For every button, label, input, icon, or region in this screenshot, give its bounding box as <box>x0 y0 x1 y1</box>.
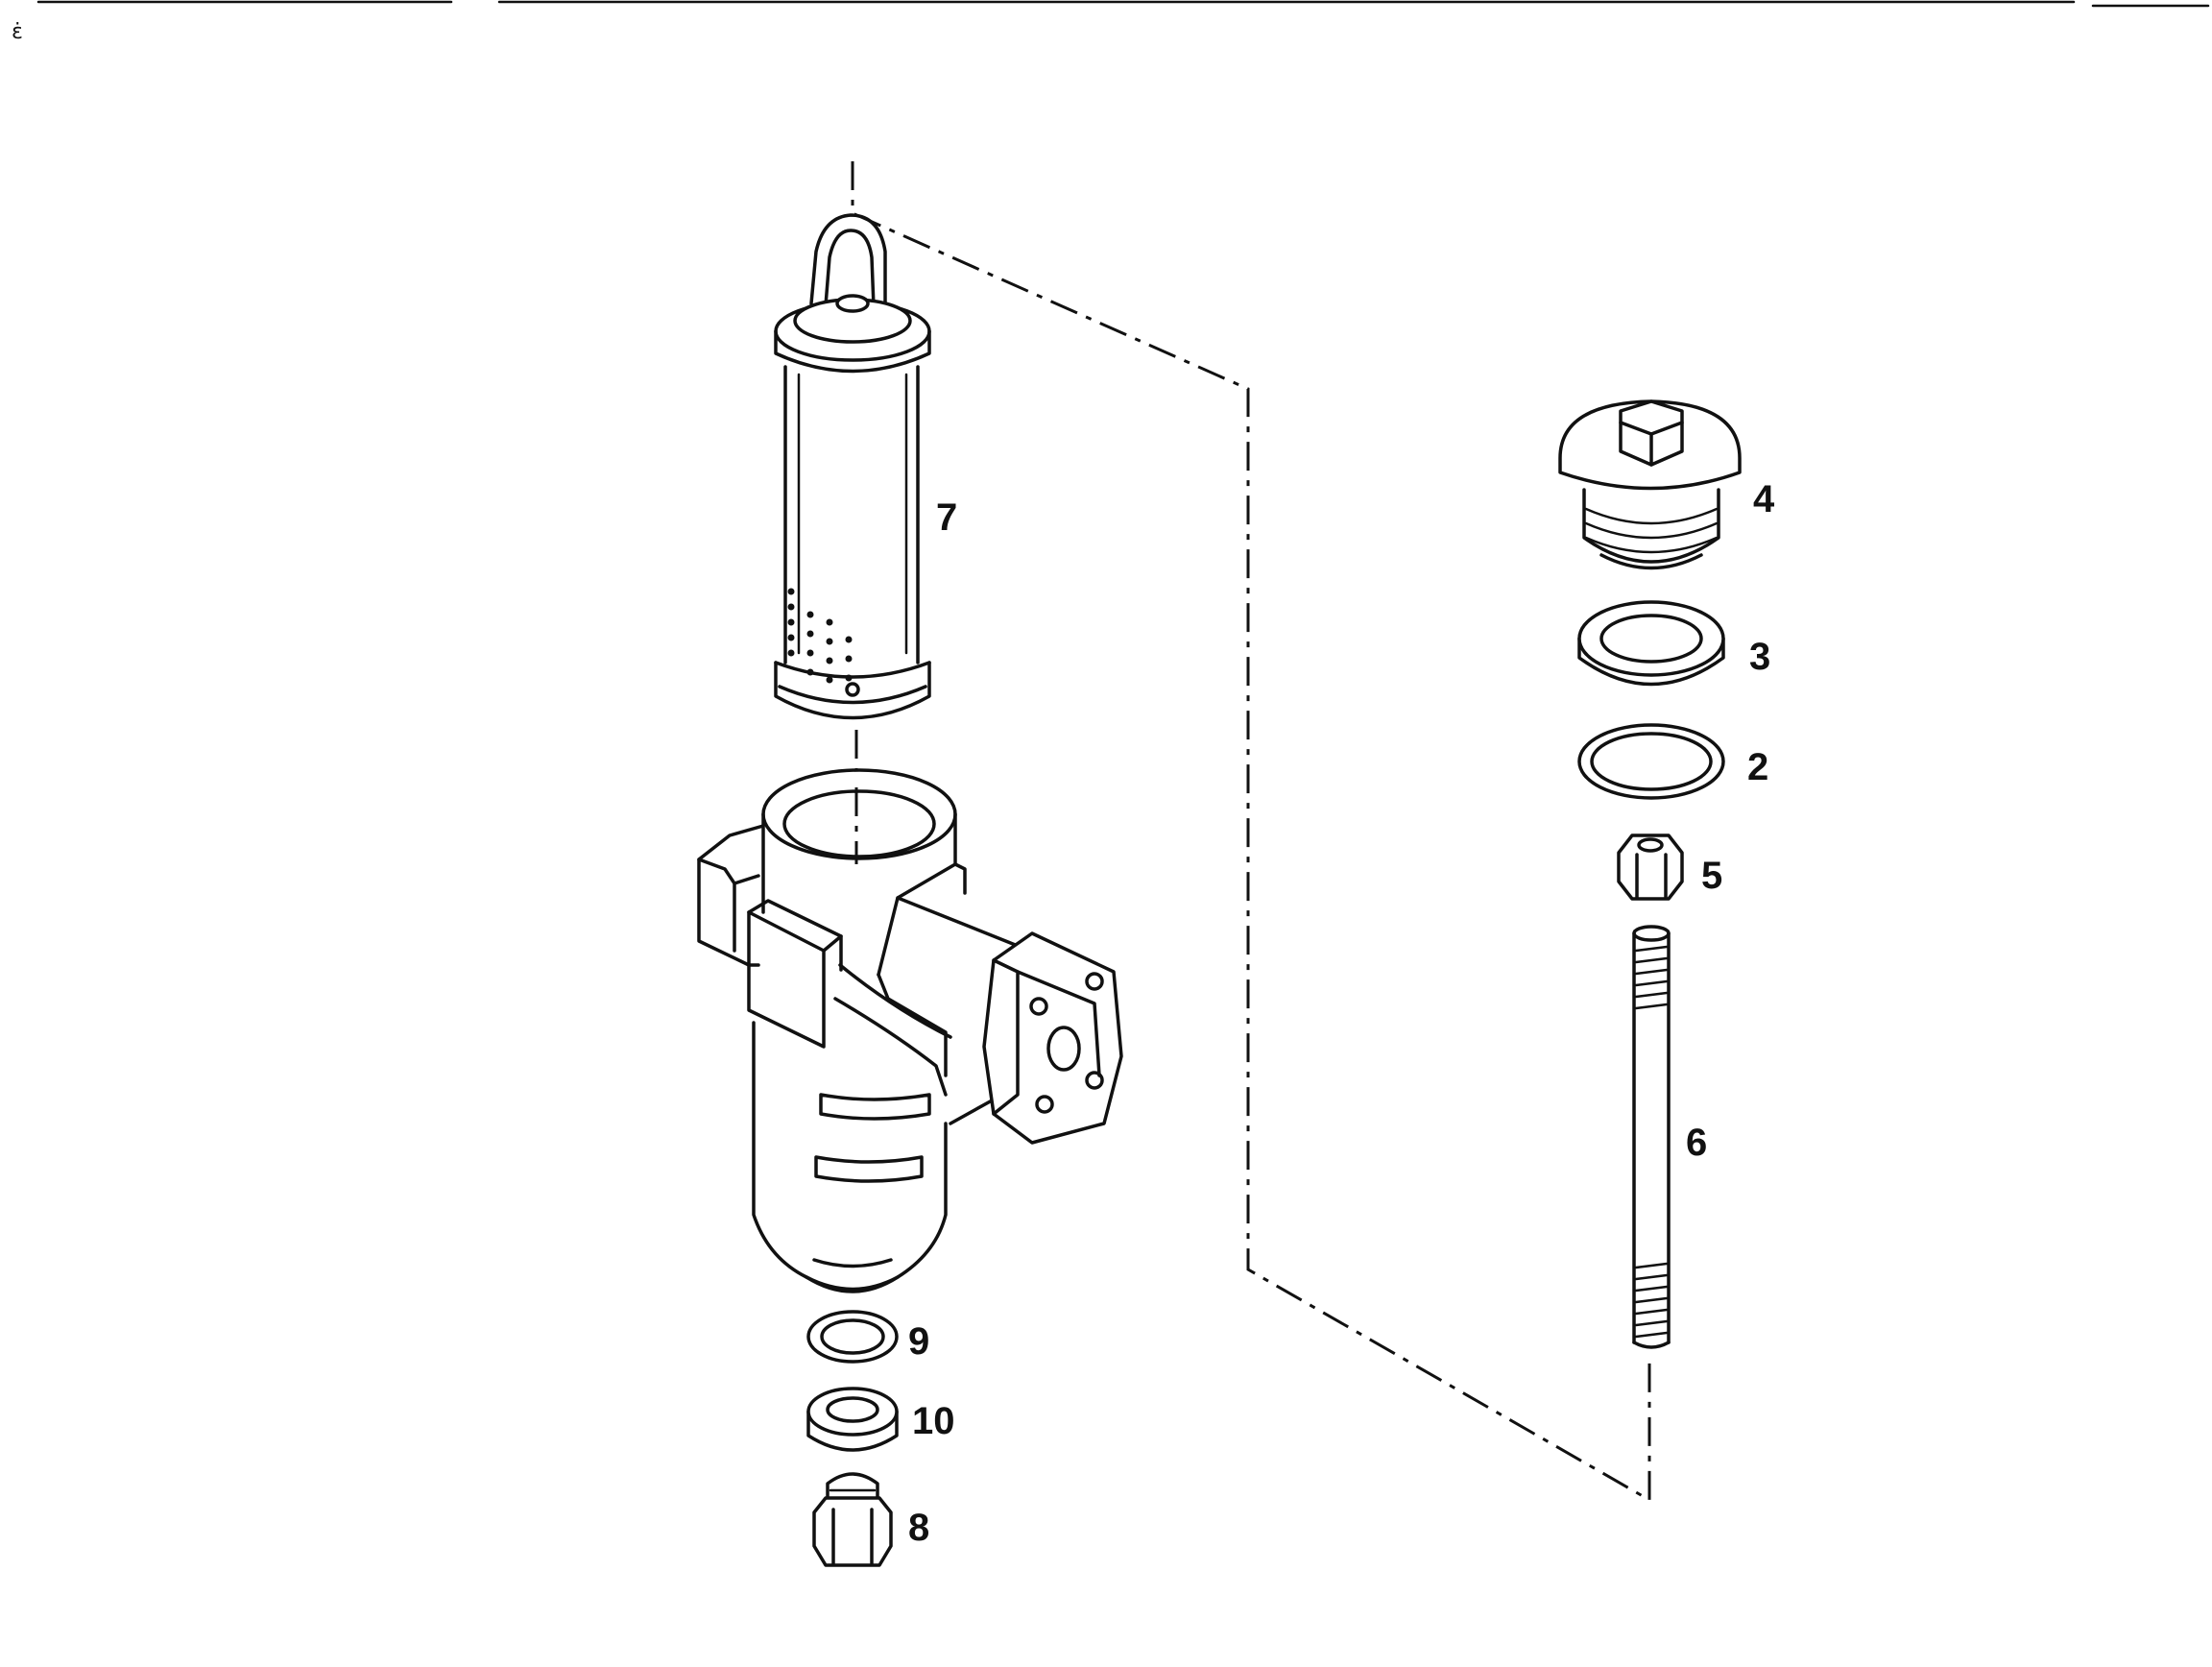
seal-ring-part-9 <box>806 1310 899 1364</box>
screw-cap-part-4 <box>1558 399 1742 570</box>
callout-6: 6 <box>1686 1122 1707 1164</box>
callout-7: 7 <box>936 496 957 539</box>
filter-housing <box>697 768 1123 1293</box>
callout-2: 2 <box>1747 746 1768 788</box>
nut-part-5 <box>1617 834 1684 901</box>
drain-plug-part-8 <box>812 1472 893 1567</box>
stud-part-6 <box>1632 925 1671 1349</box>
assembly-leader-line <box>851 161 1651 1503</box>
callout-8: 8 <box>908 1507 929 1549</box>
top-border <box>36 0 2210 8</box>
callout-10: 10 <box>912 1400 955 1442</box>
filter-element-part-7 <box>774 213 931 720</box>
callout-9: 9 <box>908 1320 929 1363</box>
callout-5: 5 <box>1701 855 1722 897</box>
callout-4: 4 <box>1753 478 1775 520</box>
washer-part-10 <box>806 1387 899 1452</box>
callout-labels: 7 4 3 2 5 6 9 10 8 <box>908 478 1775 1549</box>
corner-mark: ɛ̇ <box>12 20 23 44</box>
callout-3: 3 <box>1749 636 1770 678</box>
washer-part-3 <box>1577 600 1725 687</box>
o-ring-part-2 <box>1577 723 1725 800</box>
